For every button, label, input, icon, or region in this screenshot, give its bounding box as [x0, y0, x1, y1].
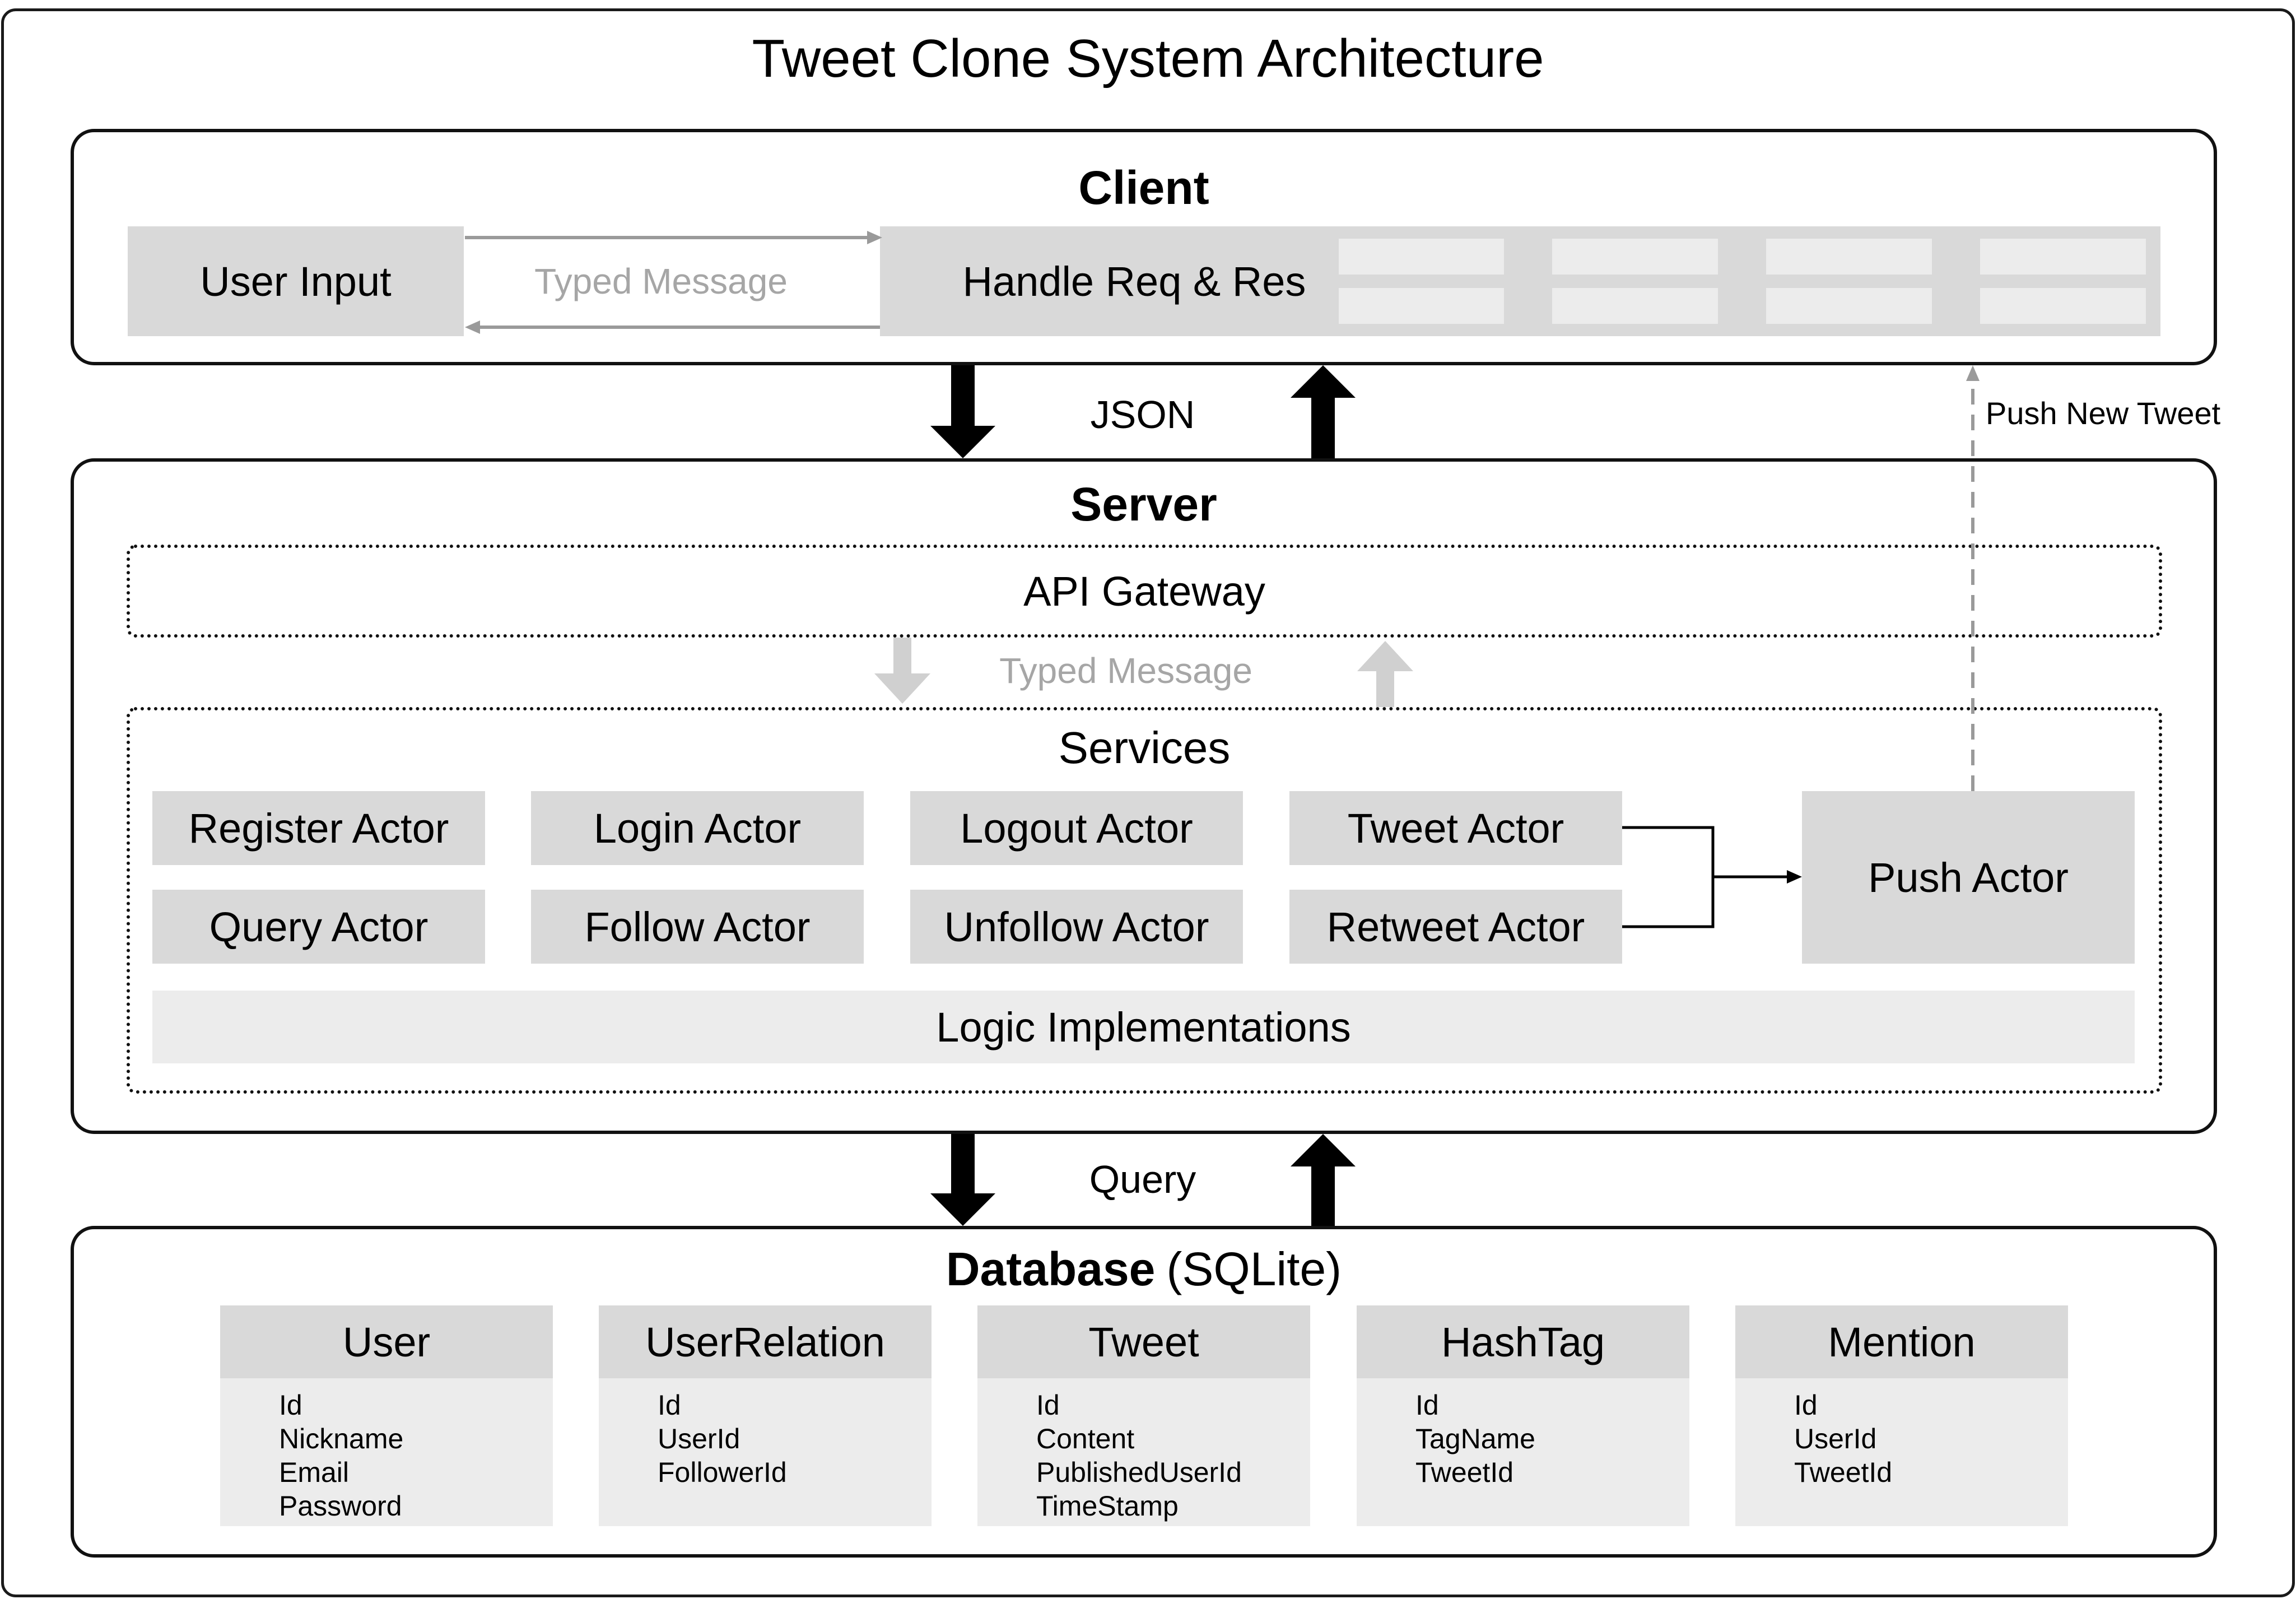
query-actor-box: Query Actor: [152, 890, 485, 964]
db-table-name: UserRelation: [599, 1305, 932, 1378]
gateway-down-arrow: [874, 638, 930, 704]
db-field: Id: [1415, 1389, 1439, 1421]
db-field: Id: [1794, 1389, 1818, 1421]
api-gateway-box: API Gateway: [127, 545, 2162, 638]
handler-slot: [1766, 288, 1932, 324]
services-box: [127, 707, 2162, 1094]
db-table-name: Mention: [1735, 1305, 2068, 1378]
db-table-fields: Id Content PublishedUserId TimeStamp: [1036, 1388, 1242, 1523]
db-field: TagName: [1415, 1423, 1535, 1454]
server-typed-message-label: Typed Message: [999, 650, 1252, 691]
query-down-arrow: [930, 1134, 995, 1226]
handler-slot: [1766, 239, 1932, 275]
db-field: Id: [658, 1389, 681, 1421]
gateway-up-arrow: [1357, 641, 1413, 707]
push-actor-box: Push Actor: [1802, 791, 2135, 964]
handler-slot: [1980, 288, 2146, 324]
typed-message-arrow-right: [465, 231, 882, 244]
handler-slot: [1339, 288, 1504, 324]
handler-slot: [1339, 239, 1504, 275]
db-field: Nickname: [279, 1423, 404, 1454]
db-table-fields: Id TagName TweetId: [1415, 1388, 1535, 1489]
handler-slot: [1552, 288, 1718, 324]
diagram-title: Tweet Clone System Architecture: [752, 29, 1544, 89]
login-actor-box: Login Actor: [531, 791, 864, 865]
push-new-tweet-label: Push New Tweet: [1986, 396, 2221, 431]
db-table-fields: Id UserId TweetId: [1794, 1388, 1892, 1489]
db-table-name: User: [220, 1305, 553, 1378]
db-field: PublishedUserId: [1036, 1457, 1242, 1488]
database-heading: Database (SQLite): [71, 1238, 2217, 1300]
db-field: TimeStamp: [1036, 1490, 1179, 1522]
db-field: Id: [1036, 1389, 1060, 1421]
query-label: Query: [1089, 1158, 1196, 1201]
db-field: Email: [279, 1457, 350, 1488]
json-label: JSON: [1090, 393, 1195, 436]
db-table-name: Tweet: [977, 1305, 1310, 1378]
tweet-to-push-connector: [1622, 826, 1802, 928]
push-new-tweet-arrow: [1966, 365, 1980, 791]
user-input-box: User Input: [128, 226, 464, 336]
logout-actor-box: Logout Actor: [910, 791, 1243, 865]
db-field: UserId: [1794, 1423, 1877, 1454]
client-typed-message-label: Typed Message: [534, 261, 788, 301]
db-field: UserId: [658, 1423, 741, 1454]
unfollow-actor-box: Unfollow Actor: [910, 890, 1243, 964]
retweet-actor-box: Retweet Actor: [1289, 890, 1622, 964]
typed-message-arrow-left: [465, 320, 880, 334]
handler-slot: [1980, 239, 2146, 275]
json-down-arrow: [930, 365, 995, 458]
db-field: Id: [279, 1389, 302, 1421]
db-field: TweetId: [1794, 1457, 1893, 1488]
services-heading: Services: [1058, 723, 1231, 773]
db-table-fields: Id Nickname Email Password: [279, 1388, 403, 1523]
db-field: FollowerId: [658, 1457, 787, 1488]
query-up-arrow: [1291, 1134, 1356, 1226]
db-field: Content: [1036, 1423, 1135, 1454]
logic-implementations-box: Logic Implementations: [152, 991, 2135, 1063]
diagram-frame: [1, 8, 2295, 1597]
database-heading-name: Database: [946, 1242, 1156, 1295]
server-heading: Server: [1070, 477, 1217, 531]
handler-slot: [1552, 239, 1718, 275]
db-field: TweetId: [1415, 1457, 1514, 1488]
handler-box: [880, 226, 2160, 336]
register-actor-box: Register Actor: [152, 791, 485, 865]
client-heading: Client: [1078, 161, 1209, 214]
follow-actor-box: Follow Actor: [531, 890, 864, 964]
tweet-actor-box: Tweet Actor: [1289, 791, 1622, 865]
handler-label: Handle Req & Res: [962, 258, 1306, 305]
database-engine: (SQLite): [1166, 1242, 1342, 1295]
db-table-name: HashTag: [1357, 1305, 1689, 1378]
db-table-fields: Id UserId FollowerId: [658, 1388, 787, 1489]
db-field: Password: [279, 1490, 402, 1522]
json-up-arrow: [1291, 365, 1356, 458]
